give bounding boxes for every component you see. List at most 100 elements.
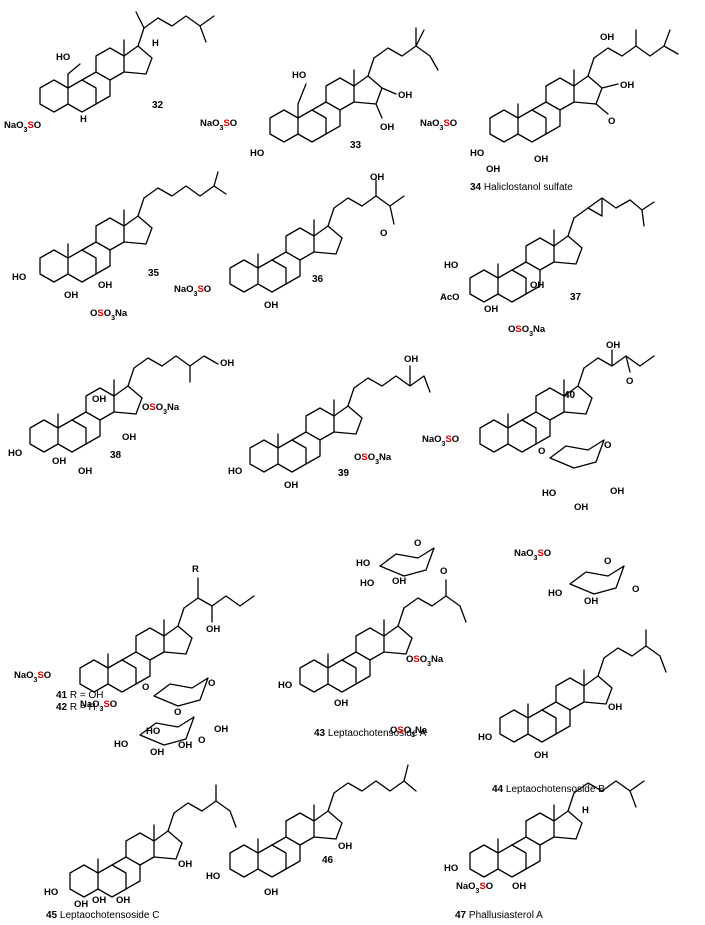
ring-o-label: O xyxy=(604,556,611,567)
oh-label: OH xyxy=(338,841,352,852)
compound-number: 39 xyxy=(338,468,350,479)
ho-label: HO xyxy=(278,680,292,691)
ring-o-label: O xyxy=(174,707,181,718)
oh-label: OH xyxy=(92,394,106,405)
oh-label: OH xyxy=(178,859,192,870)
oh-label: OH xyxy=(116,895,130,906)
compound-34: OH OH O NaO3SO HO OH OH 34 Haliclostanol… xyxy=(420,29,679,193)
oh-label: OH xyxy=(78,466,92,477)
oh-label: OH xyxy=(64,290,78,301)
r-label: R xyxy=(192,564,199,575)
ho-label: HO xyxy=(470,148,484,159)
oh-label: OH xyxy=(606,340,620,351)
compound-46: OSO3Na OH HO OH 46 xyxy=(206,725,428,898)
oh-label: OH xyxy=(484,304,498,315)
glycosidic-o-label: O xyxy=(440,566,447,577)
ho-label: HO xyxy=(548,588,562,599)
ring-o-label: O xyxy=(414,538,421,549)
oh-label: OH xyxy=(530,280,544,291)
compound-caption-45: 45 Leptaochotensoside C xyxy=(46,910,159,921)
nao3-label: NaO3SO xyxy=(14,670,51,684)
ketone-o-label: O xyxy=(608,116,615,127)
oh-label: OH xyxy=(610,486,624,497)
compound-number: 35 xyxy=(148,268,160,279)
oh-label: OH xyxy=(150,747,164,758)
compound-41-42: R OH NaO3SO O O HO OH OH 41 R = OH 42 R … xyxy=(14,564,255,751)
ho-label: HO xyxy=(444,863,458,874)
compound-number: 32 xyxy=(152,100,164,111)
ho-label: HO xyxy=(444,260,458,271)
ho-label: HO xyxy=(56,52,70,63)
ho-label: HO xyxy=(8,448,22,459)
oso3na-label: OSO3Na xyxy=(406,654,444,668)
ring-o-label: O xyxy=(604,440,611,451)
compound-36: OH O NaO3SO OH 36 xyxy=(174,172,405,311)
oso3na-label: OSO3Na xyxy=(142,402,180,416)
compound-caption: 41 R = OH xyxy=(56,690,104,701)
nao3-label: NaO3SO xyxy=(514,548,551,562)
ho-label: HO xyxy=(146,726,160,737)
oh-label: OH xyxy=(486,164,500,175)
oh-label: OH xyxy=(178,740,192,751)
compound-number: 36 xyxy=(312,274,324,285)
ho-label: HO xyxy=(206,871,220,882)
compound-caption: 34 Haliclostanol sulfate xyxy=(470,182,573,193)
glycosidic-o-label: O xyxy=(142,682,149,693)
compound-38: OH OSO3Na HO OH OH OH OH 38 xyxy=(8,355,234,477)
nao3-label: NaO3SO xyxy=(4,120,41,134)
oh-label: OH xyxy=(574,502,588,513)
compound-32: HO NaO3SO H H 32 xyxy=(4,11,215,134)
oh-label: OH xyxy=(398,90,412,101)
compound-37: HO AcO OH OH OSO3Na 37 xyxy=(440,197,655,338)
ho-label: HO xyxy=(360,578,374,589)
oh-label: OH xyxy=(370,172,384,183)
compound-44: O O NaO3SO HO OH OH HO OH xyxy=(478,548,667,761)
oh-label: OH xyxy=(284,480,298,491)
nao3-label: NaO3SO xyxy=(174,284,211,298)
h-label: H xyxy=(152,38,159,49)
oh-label: OH xyxy=(392,576,406,587)
oh-label: OH xyxy=(206,624,220,635)
compound-33: HO NaO3SO HO OH OH 33 xyxy=(200,27,439,159)
oh-label: OH xyxy=(600,32,614,43)
oh-label: OH xyxy=(264,300,278,311)
ho-label: HO xyxy=(114,739,128,750)
nao3-label: NaO3SO xyxy=(200,118,237,132)
h-label: H xyxy=(80,114,87,125)
compound-number: 33 xyxy=(350,140,362,151)
aco-label: AcO xyxy=(440,292,460,303)
glycosidic-o-label: O xyxy=(632,584,639,595)
oso3na-label: OSO3Na xyxy=(390,725,428,739)
oh-label: OH xyxy=(534,154,548,165)
ketone-o-label: O xyxy=(626,376,633,387)
oh-label: OH xyxy=(98,280,112,291)
oh-label: OH xyxy=(404,354,418,365)
compound-43: O O HO HO OH OSO3Na HO OH 43 Leptaochote… xyxy=(278,538,467,739)
oh-label: OH xyxy=(584,596,598,607)
ho-label: HO xyxy=(542,488,556,499)
compound-47: HO NaO3SO OH H xyxy=(444,780,645,895)
oso3na-label: OSO3Na xyxy=(354,452,392,466)
compound-caption-44: 44 Leptaochotensoside B xyxy=(492,784,605,795)
ho-label: HO xyxy=(478,732,492,743)
oh-label: OH xyxy=(534,750,548,761)
compound-number: 46 xyxy=(322,855,334,866)
oh-label: OH xyxy=(52,456,66,467)
compound-number: 40 xyxy=(564,390,576,401)
oh-label: OH xyxy=(220,358,234,369)
oh-label: OH xyxy=(608,702,622,713)
nao3-label: NaO3SO xyxy=(456,881,493,895)
h-label: H xyxy=(582,805,589,816)
compound-number: 38 xyxy=(110,450,122,461)
nao3-label: NaO3SO xyxy=(422,434,459,448)
oh-label: OH xyxy=(334,698,348,709)
ho-label: HO xyxy=(228,466,242,477)
oh-label: OH xyxy=(74,899,88,910)
oh-label: OH xyxy=(264,887,278,898)
ketone-o-label: O xyxy=(380,228,387,239)
compound-39: OH OSO3Na HO OH 39 xyxy=(228,354,431,491)
ring-o-label: O xyxy=(208,678,215,689)
compound-number: 37 xyxy=(570,292,582,303)
glycosidic-o-label: O xyxy=(198,735,205,746)
